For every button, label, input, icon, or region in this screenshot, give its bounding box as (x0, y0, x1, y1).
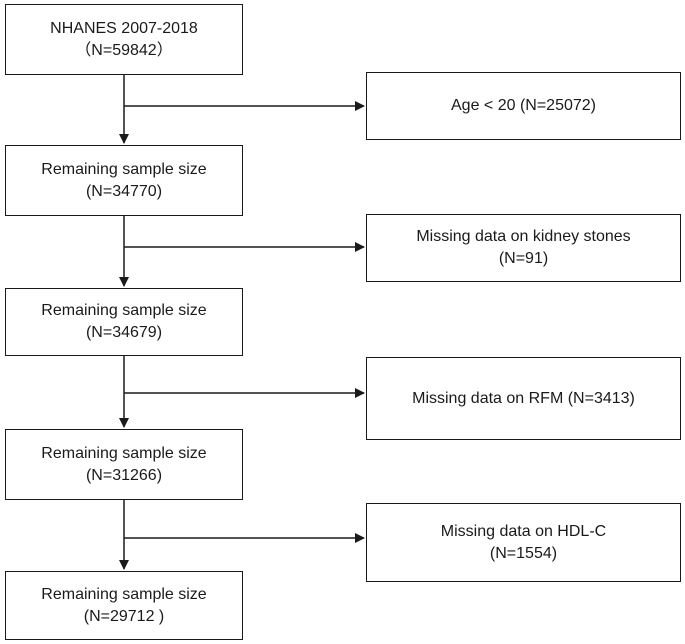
step-title: Remaining sample size (41, 444, 207, 462)
step-title: Remaining sample size (41, 302, 207, 319)
exclusion-box-hdl-c: Missing data on HDL-C (N=1554) (366, 503, 681, 582)
step-box-remaining-1: Remaining sample size (N=34770) (5, 145, 243, 216)
exclusion-text: Missing data on HDL-C (440, 522, 607, 540)
step-count: （N=59842） (75, 41, 173, 59)
step-title: Remaining sample size (41, 585, 207, 603)
step-count: (N=31266) (85, 466, 163, 484)
exclusion-count: (N=1554) (489, 544, 558, 562)
exclusion-box-rfm: Missing data on RFM (N=3413) (366, 357, 681, 440)
step-box-remaining-4: Remaining sample size (N=29712 ) (5, 571, 243, 640)
step-box-remaining-3: Remaining sample size (N=31266) (5, 429, 243, 500)
step-box-nhanes: NHANES 2007-2018 （N=59842） (5, 4, 243, 75)
exclusion-box-kidney-stones: Missing data on kidney stones (N=91) (366, 214, 681, 282)
step-box-remaining-2: Remaining sample size (N=34679) (5, 288, 243, 356)
step-count: (N=34770) (85, 182, 163, 200)
step-title: Remaining sample size (41, 160, 207, 178)
exclusion-text: Age < 20 (N=25072) (451, 97, 596, 114)
exclusion-text: Missing data on RFM (N=3413) (412, 389, 635, 407)
exclusion-box-age: Age < 20 (N=25072) (366, 72, 681, 140)
exclusion-count: (N=91) (498, 250, 549, 267)
step-title: NHANES 2007-2018 (50, 19, 198, 37)
step-count: (N=34679) (85, 324, 163, 341)
exclusion-text: Missing data on kidney stones (416, 228, 631, 245)
step-count: (N=29712 ) (83, 607, 165, 625)
